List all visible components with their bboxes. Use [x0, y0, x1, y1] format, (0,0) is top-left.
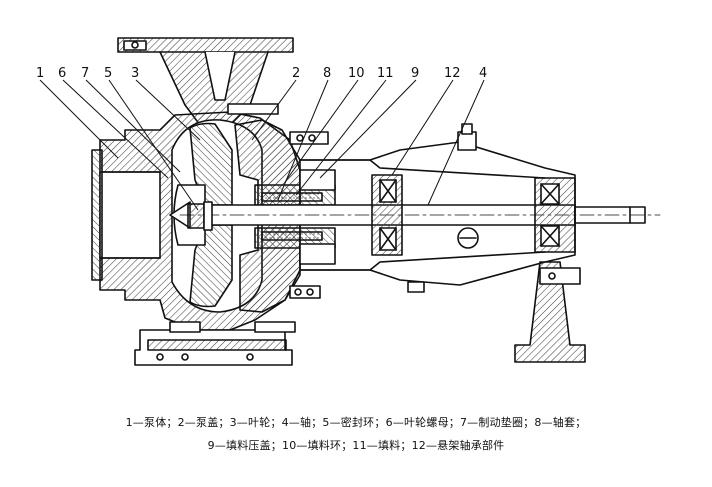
callout-12: 12: [444, 66, 461, 81]
callout-8: 8: [323, 66, 331, 81]
callout-2: 2: [292, 66, 300, 81]
callout-5: 5: [104, 66, 112, 81]
legend-line-2: 9—填料压盖；10—填料环；11—填料；12—悬架轴承部件: [207, 439, 505, 452]
impeller-nut: [187, 201, 213, 231]
callout-9: 9: [411, 66, 419, 81]
stuffing-box: [254, 169, 336, 265]
shaft: [179, 204, 661, 226]
callout-11: 11: [377, 66, 394, 81]
callout-1: 1: [36, 66, 44, 81]
base-foot-left: [134, 329, 293, 366]
leader-lines: [39, 79, 485, 211]
legend-line-1: 1—泵体；2—泵盖；3—叶轮；4—轴；5—密封环；6—叶轮螺母；7—制动垫圈；8…: [125, 416, 587, 429]
callout-7: 7: [81, 66, 89, 81]
callout-labels: 1 6 7 5 3 2 8 10 11 9 12 4: [36, 66, 487, 81]
callout-4: 4: [479, 66, 487, 81]
callout-6: 6: [58, 66, 66, 81]
callout-3: 3: [131, 66, 139, 81]
callout-10: 10: [348, 66, 365, 81]
bearing-bracket: [299, 123, 576, 293]
base-foot-right: [514, 261, 586, 363]
